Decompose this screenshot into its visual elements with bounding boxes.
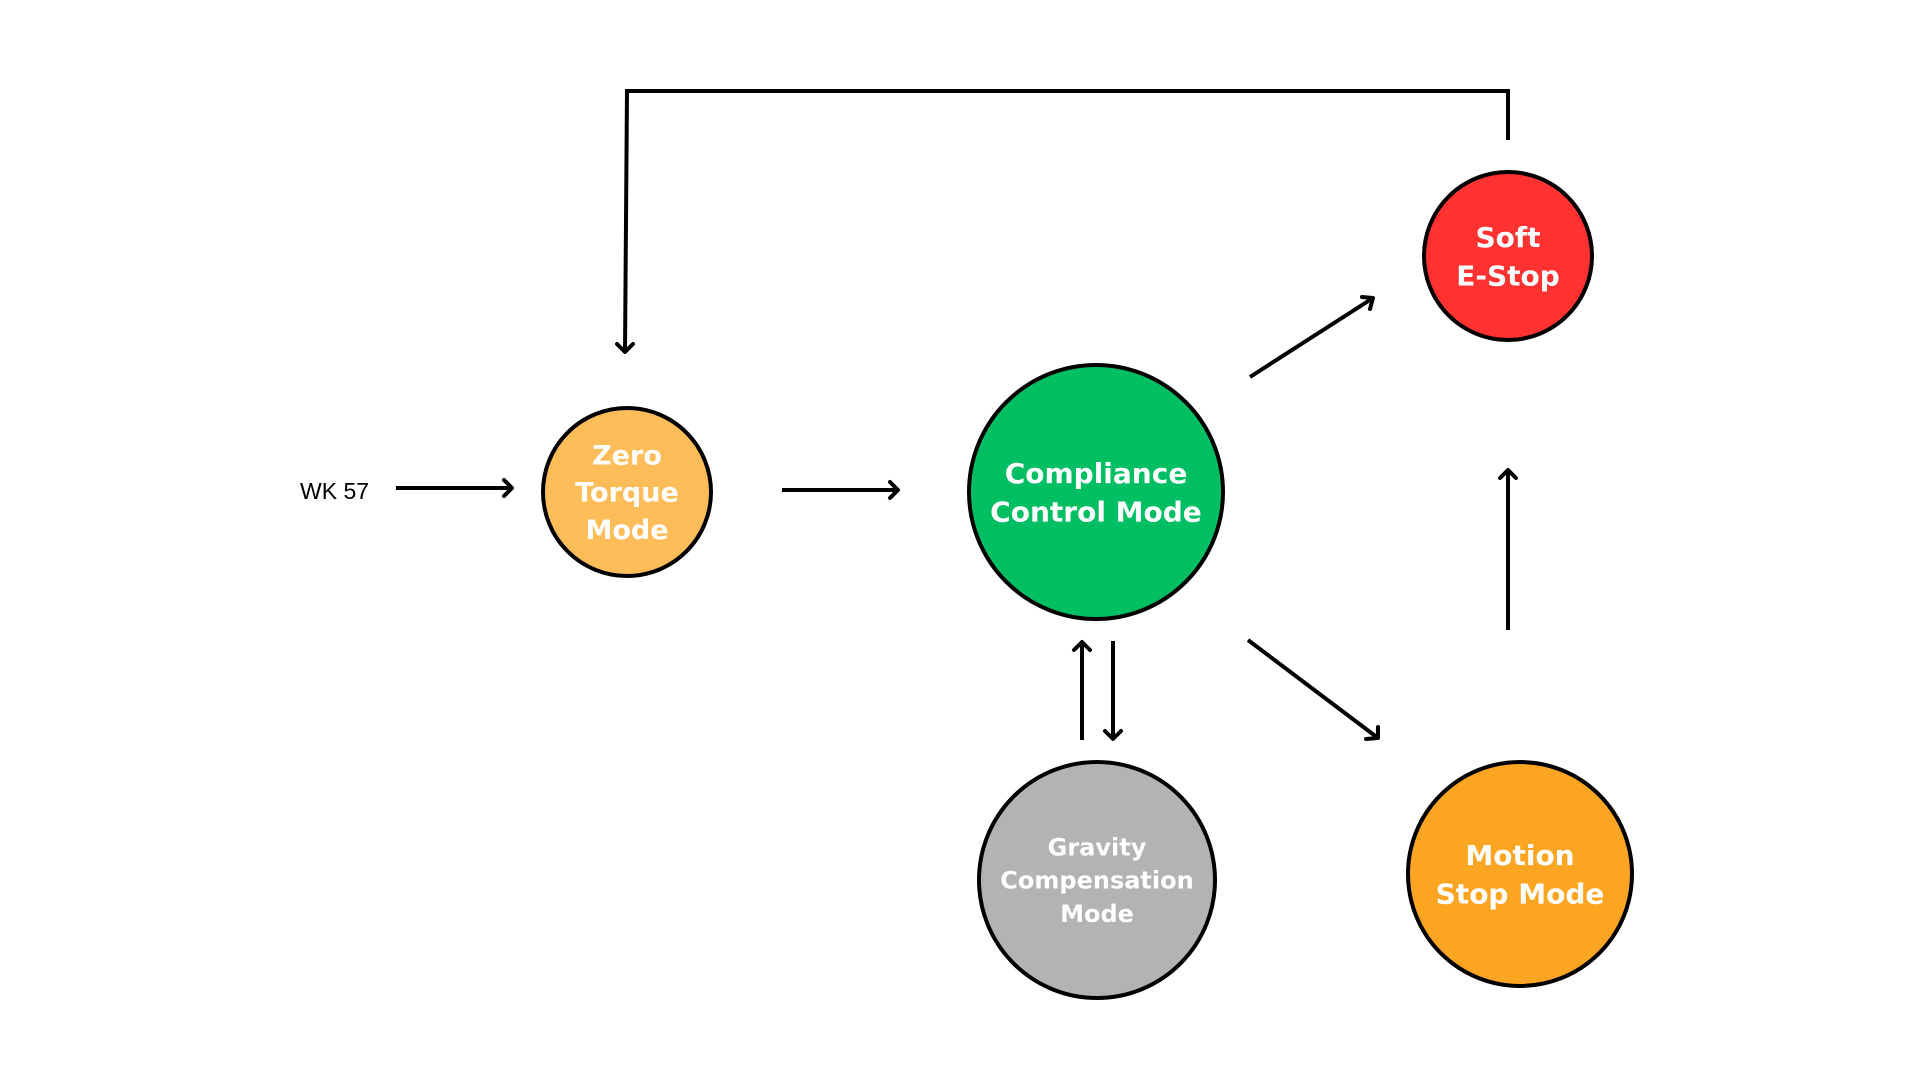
node-label-line: Zero xyxy=(592,440,662,471)
edge-compliance-to-gravity xyxy=(1103,641,1123,741)
edge-gravity-to-compliance xyxy=(1072,640,1092,740)
node-label-line: Compensation xyxy=(1000,867,1193,895)
node-label-line: Control Mode xyxy=(990,495,1202,528)
edge-soft-estop-to-zero-torque xyxy=(615,89,1510,354)
edge-compliance-to-motion-stop xyxy=(1246,638,1380,741)
node-label-line: Torque xyxy=(575,478,679,509)
node-label-line: Compliance xyxy=(1005,457,1188,490)
input-label-wk57: WK 57 xyxy=(300,478,369,504)
node-label-line: Stop Mode xyxy=(1436,877,1605,910)
edge-input-to-zero-torque xyxy=(396,478,514,498)
node-label-line: Mode xyxy=(585,515,668,546)
node-label-line: Soft xyxy=(1476,221,1541,254)
node-label-line: Motion xyxy=(1465,839,1574,872)
edge-compliance-to-soft-estop xyxy=(1248,295,1375,379)
node-label-line: Gravity xyxy=(1048,834,1147,862)
node-label-line: E-Stop xyxy=(1456,259,1560,292)
edge-zero-torque-to-compliance xyxy=(782,480,900,500)
node-label-line: Mode xyxy=(1060,900,1134,928)
edge-motion-stop-to-soft-estop xyxy=(1498,468,1518,630)
